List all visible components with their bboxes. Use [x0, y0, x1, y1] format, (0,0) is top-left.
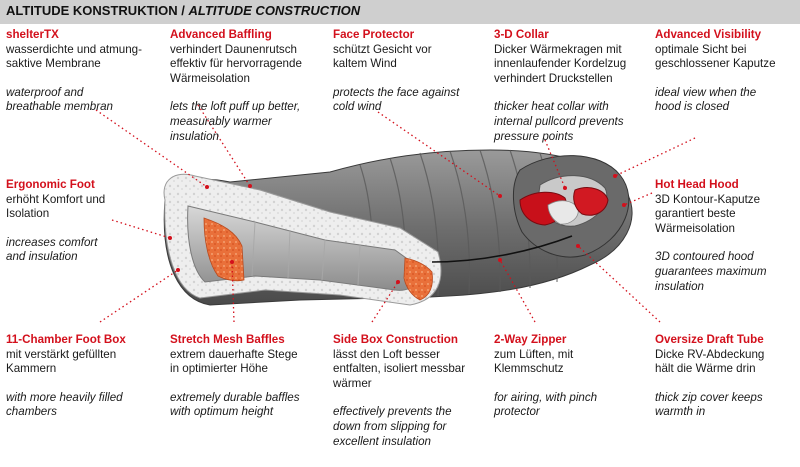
feature-en-line: down from slipping for [333, 419, 447, 433]
feature-de-line: geschlossener Kaputze [655, 57, 776, 71]
header-title-de: ALTITUDE KONSTRUKTION [6, 3, 178, 18]
feature-advanced-visibility: Advanced Visibility optimale Sicht bei g… [655, 28, 776, 115]
feature-title: 3-D Collar [494, 28, 549, 41]
feature-title: Side Box Construction [333, 333, 458, 346]
feature-title: Hot Head Hood [655, 178, 739, 191]
feature-en-line: breathable membran [6, 100, 113, 114]
feature-stretch-mesh-baffles: Stretch Mesh Baffles extrem dauerhafte S… [170, 333, 300, 420]
feature-de-line: hält die Wärme drin [655, 362, 756, 376]
feature-sheltertx: shelterTX wasserdichte und atmung- sakti… [6, 28, 142, 115]
feature-en-line: effectively prevents the [333, 405, 452, 419]
feature-de-line: innenlaufender Kordelzug [494, 57, 627, 71]
feature-de-line: lässt den Loft besser [333, 347, 440, 361]
feature-de-line: zum Lüften, mit [494, 347, 574, 361]
feature-title: Face Protector [333, 28, 415, 41]
feature-11-chamber-foot-box: 11-Chamber Foot Box mit verstärkt gefüll… [6, 333, 126, 420]
feature-en-line: waterproof and [6, 85, 84, 99]
feature-de-line: Dicker Wärmekragen mit [494, 42, 622, 56]
hood [512, 155, 630, 258]
feature-de-line: Kammern [6, 362, 57, 376]
feature-title: Stretch Mesh Baffles [170, 333, 285, 346]
feature-de-line: verhindert Druckstellen [494, 71, 613, 85]
feature-en-line: measurably warmer [170, 114, 272, 128]
feature-hot-head-hood: Hot Head Hood 3D Kontour-Kaputze garanti… [655, 178, 766, 294]
feature-title: 11-Chamber Foot Box [6, 333, 126, 346]
feature-title: Oversize Draft Tube [655, 333, 764, 346]
feature-title: Ergonomic Foot [6, 178, 95, 191]
feature-de-line: optimale Sicht bei [655, 42, 747, 56]
feature-en-line: insulation [655, 279, 704, 293]
feature-en-line: pressure points [494, 129, 574, 143]
feature-en-line: for airing, with pinch [494, 390, 598, 404]
feature-de-line: Isolation [6, 207, 50, 221]
page-header: ALTITUDE KONSTRUKTION / ALTITUDE CONSTRU… [0, 0, 800, 24]
feature-de-line: Klemmschutz [494, 362, 564, 376]
feature-en-line: extremely durable baffles [170, 390, 300, 404]
feature-face-protector: Face Protector schützt Gesicht vor kalte… [333, 28, 459, 115]
feature-en-line: chambers [6, 405, 57, 419]
feature-3d-collar: 3-D Collar Dicker Wärmekragen mit innenl… [494, 28, 626, 144]
feature-de-line: in optimierter Höhe [170, 362, 268, 376]
feature-en-line: excellent insulation [333, 434, 431, 448]
feature-de-line: schützt Gesicht vor [333, 42, 432, 56]
feature-de-line: Dicke RV-Abdeckung [655, 347, 765, 361]
header-separator: / [181, 3, 185, 18]
feature-de-line: saktive Membrane [6, 57, 101, 71]
feature-side-box-construction: Side Box Construction lässt den Loft bes… [333, 333, 465, 449]
feature-en-line: warmth in [655, 405, 706, 419]
zipper-line [431, 235, 573, 263]
feature-title: Advanced Baffling [170, 28, 272, 41]
feature-de-line: extrem dauerhafte Stege [170, 347, 298, 361]
feature-de-line: Wärmeisolation [655, 221, 735, 235]
feature-en-line: protects the face against [333, 85, 460, 99]
feature-oversize-draft-tube: Oversize Draft Tube Dicke RV-Abdeckung h… [655, 333, 764, 420]
feature-en-line: thick zip cover keeps [655, 390, 763, 404]
feature-en-line: and insulation [6, 250, 78, 264]
feature-title: shelterTX [6, 28, 59, 41]
feature-de-line: effektiv für hervorragende [170, 57, 302, 71]
leader-lines [95, 104, 696, 323]
feature-en-line: with more heavily filled [6, 390, 123, 404]
feature-de-line: verhindert Daunenrutsch [170, 42, 297, 56]
feature-de-line: entfalten, isoliert messbar [333, 362, 466, 376]
foot-box-heat-chambers [203, 217, 433, 301]
feature-de-line: erhöht Komfort und [6, 192, 106, 206]
feature-en-line: increases comfort [6, 235, 98, 249]
feature-de-line: garantiert beste [655, 207, 736, 221]
feature-de-line: kaltem Wind [333, 57, 397, 71]
feature-de-line: 3D Kontour-Kaputze [655, 192, 761, 206]
feature-ergonomic-foot: Ergonomic Foot erhöht Komfort und Isolat… [6, 178, 105, 265]
feature-en-line: insulation [170, 129, 219, 143]
feature-en-line: internal pullcord prevents [494, 114, 624, 128]
feature-de-line: mit verstärkt gefüllten [6, 347, 117, 361]
feature-en-line: 3D contoured hood [655, 250, 754, 264]
feature-title: 2-Way Zipper [494, 333, 567, 346]
feature-en-line: ideal view when the [655, 85, 757, 99]
feature-en-line: lets the loft puff up better, [170, 100, 301, 114]
feature-en-line: cold wind [333, 100, 382, 114]
feature-de-line: wasserdichte und atmung- [6, 42, 142, 56]
feature-en-line: with optimum height [170, 405, 274, 419]
feature-de-line: Wärmeisolation [170, 71, 250, 85]
feature-en-line: hood is closed [655, 100, 730, 114]
feature-de-line: wärmer [333, 376, 372, 390]
header-title-en: ALTITUDE CONSTRUCTION [188, 3, 361, 18]
leader-dots [168, 174, 626, 284]
feature-en-line: thicker heat collar with [494, 100, 609, 114]
feature-title: Advanced Visibility [655, 28, 762, 41]
feature-en-line: guarantees maximum [655, 264, 767, 278]
feature-advanced-baffling: Advanced Baffling verhindert Daunenrutsc… [170, 28, 302, 144]
feature-2-way-zipper: 2-Way Zipper zum Lüften, mit Klemmschutz… [494, 333, 597, 420]
feature-en-line: protector [494, 405, 540, 419]
